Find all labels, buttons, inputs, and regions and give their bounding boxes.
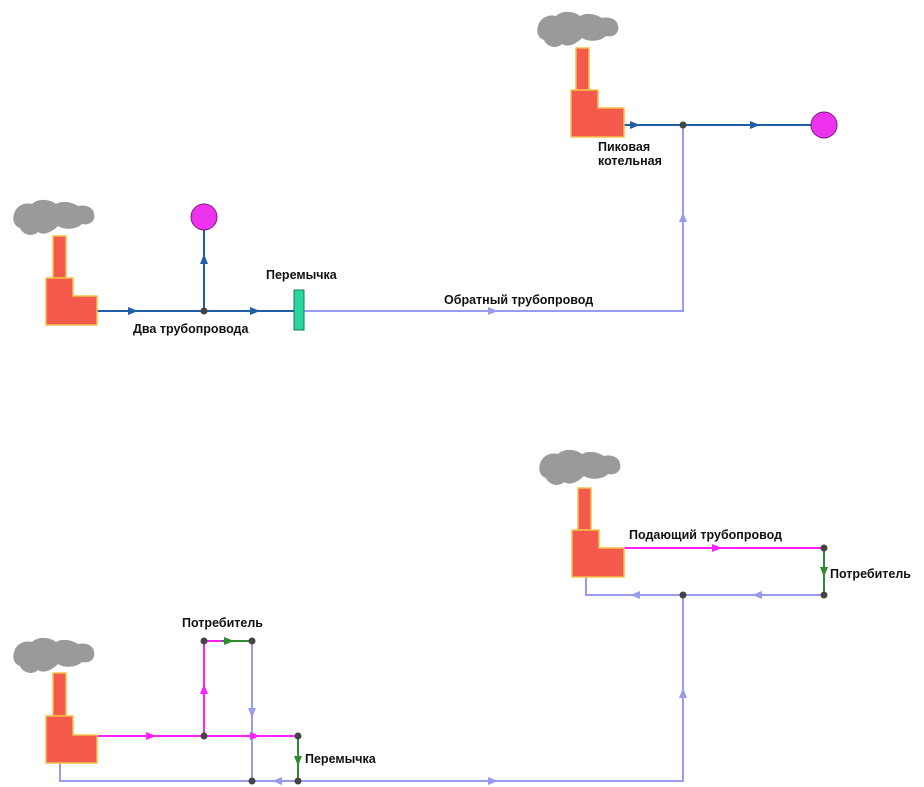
return-pipeline-label: Обратный трубопровод xyxy=(444,293,593,307)
boiler-plant-icon[interactable] xyxy=(13,199,98,326)
consumer-circle-icon[interactable] xyxy=(190,203,218,231)
junction-node-icon[interactable] xyxy=(679,121,687,129)
jumper-label-top: Перемычка xyxy=(266,268,338,282)
peak-boiler-label-line1: Пиковая xyxy=(598,140,650,154)
junction-node-icon xyxy=(248,777,256,785)
peak-boiler-plant-icon[interactable] xyxy=(537,11,625,138)
bottom-scheme: Подающий трубопровод Потребитель Потреби… xyxy=(13,449,911,785)
boiler-plant-icon[interactable] xyxy=(539,449,625,578)
consumer-circle-icon[interactable] xyxy=(810,111,838,139)
junction-node-icon xyxy=(200,637,208,645)
junction-node-icon xyxy=(294,777,302,785)
two-pipelines-label: Два трубопровода xyxy=(133,322,249,336)
jumper-rect-icon[interactable] xyxy=(293,289,305,331)
junction-node-icon xyxy=(200,732,208,740)
junction-node-icon xyxy=(820,591,828,599)
peak-boiler-label-line2: котельная xyxy=(598,154,662,168)
junction-node-icon xyxy=(820,544,828,552)
boiler-plant-icon[interactable] xyxy=(13,637,98,764)
top-scheme: Пиковая котельная Перемычка Два трубопро… xyxy=(13,11,838,336)
consumer-left-label: Потребитель xyxy=(182,616,263,630)
smoke-cloud-icon xyxy=(13,199,95,235)
jumper-label-bottom: Перемычка xyxy=(305,752,377,766)
flow-arrows-top xyxy=(128,121,760,315)
consumer-segments[interactable] xyxy=(222,548,825,781)
return-pipeline-line[interactable] xyxy=(302,126,684,312)
junction-nodes-bottom[interactable] xyxy=(200,544,828,785)
smoke-cloud-icon xyxy=(537,11,619,47)
return-pipeline-bottom[interactable] xyxy=(59,573,824,782)
junction-node-icon xyxy=(679,591,687,599)
smoke-cloud-icon xyxy=(539,449,621,485)
flow-arrows-bottom xyxy=(146,544,828,785)
junction-node-icon xyxy=(294,732,302,740)
junction-node-icon xyxy=(248,637,256,645)
supply-pipeline-label: Подающий трубопровод xyxy=(629,528,782,542)
junction-node-icon[interactable] xyxy=(200,307,208,315)
consumer-right-label: Потребитель xyxy=(830,567,911,581)
smoke-cloud-icon xyxy=(13,637,95,673)
